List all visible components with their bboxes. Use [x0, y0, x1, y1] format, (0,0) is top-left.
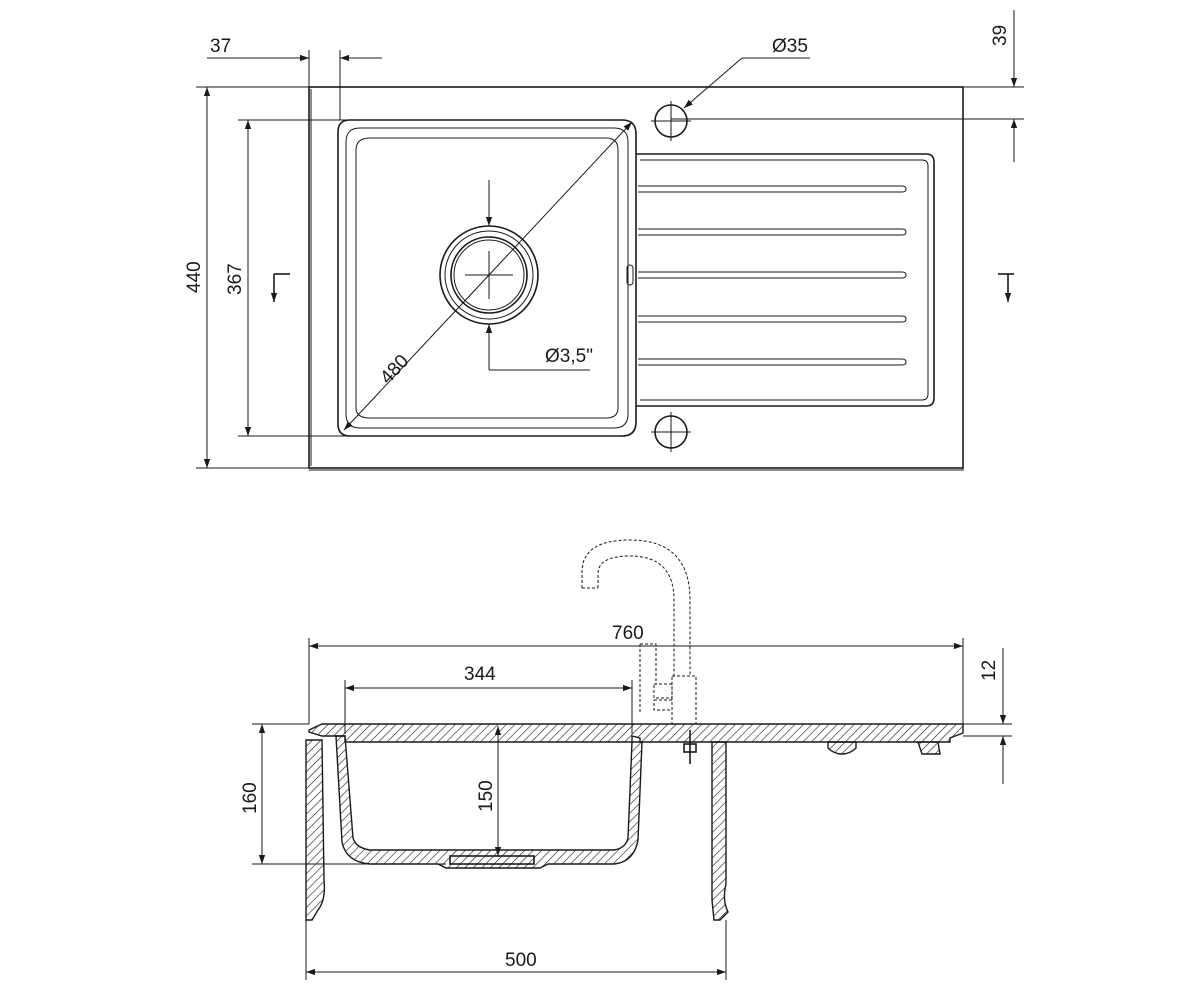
section-marker-left: [270, 273, 290, 302]
sink-section-body: [305, 723, 964, 921]
faucet-outline: [581, 539, 697, 725]
label-total-depth: 440: [184, 261, 205, 293]
label-bowl-width: 344: [464, 664, 496, 685]
drainer-grooves: [638, 185, 907, 366]
label-back-offset: 39: [990, 25, 1011, 46]
label-tap-hole-diameter: Ø35: [772, 36, 808, 57]
overflow-slot: [626, 264, 634, 286]
label-edge-offset: 37: [210, 36, 231, 57]
section-view: 760 344 12 160: [240, 539, 1012, 980]
label-bowl-depth: 367: [225, 263, 246, 295]
label-bowl-height-outer: 160: [240, 782, 261, 814]
dimension-edge-offset: 37: [207, 36, 382, 120]
dimension-total-width: 760: [308, 623, 964, 724]
dimension-cabinet-width: 500: [305, 920, 727, 980]
label-total-width: 760: [612, 623, 644, 644]
tap-hole-top: [651, 101, 691, 141]
dimension-drain: Ø3,5": [485, 180, 593, 371]
label-cabinet-width: 500: [505, 950, 537, 971]
dimension-bowl-width: 344: [344, 664, 633, 734]
dimension-tap-hole: Ø35: [683, 36, 810, 109]
dimension-bowl-diagonal: 480: [343, 121, 633, 431]
tap-hole-bottom: [651, 412, 691, 452]
dimension-rim-thickness: 12: [963, 648, 1012, 784]
top-view: 37 Ø35 39 440: [184, 10, 1024, 471]
drainer-board: [636, 153, 935, 407]
dimension-back-offset: 39: [671, 10, 1024, 162]
dimension-bowl-depth: 367: [225, 119, 350, 437]
dimension-total-depth: 440: [184, 86, 309, 469]
section-marker-right: [998, 273, 1014, 302]
label-drain-size: Ø3,5": [545, 346, 593, 367]
dimension-bowl-height-outer: 160: [240, 723, 446, 865]
label-bowl-height-inner: 150: [476, 780, 497, 812]
dimension-bowl-height-inner: 150: [476, 726, 502, 856]
label-bowl-diagonal: 480: [376, 351, 413, 389]
label-rim-thickness: 12: [979, 660, 1000, 681]
bowl-outline: [337, 119, 637, 437]
